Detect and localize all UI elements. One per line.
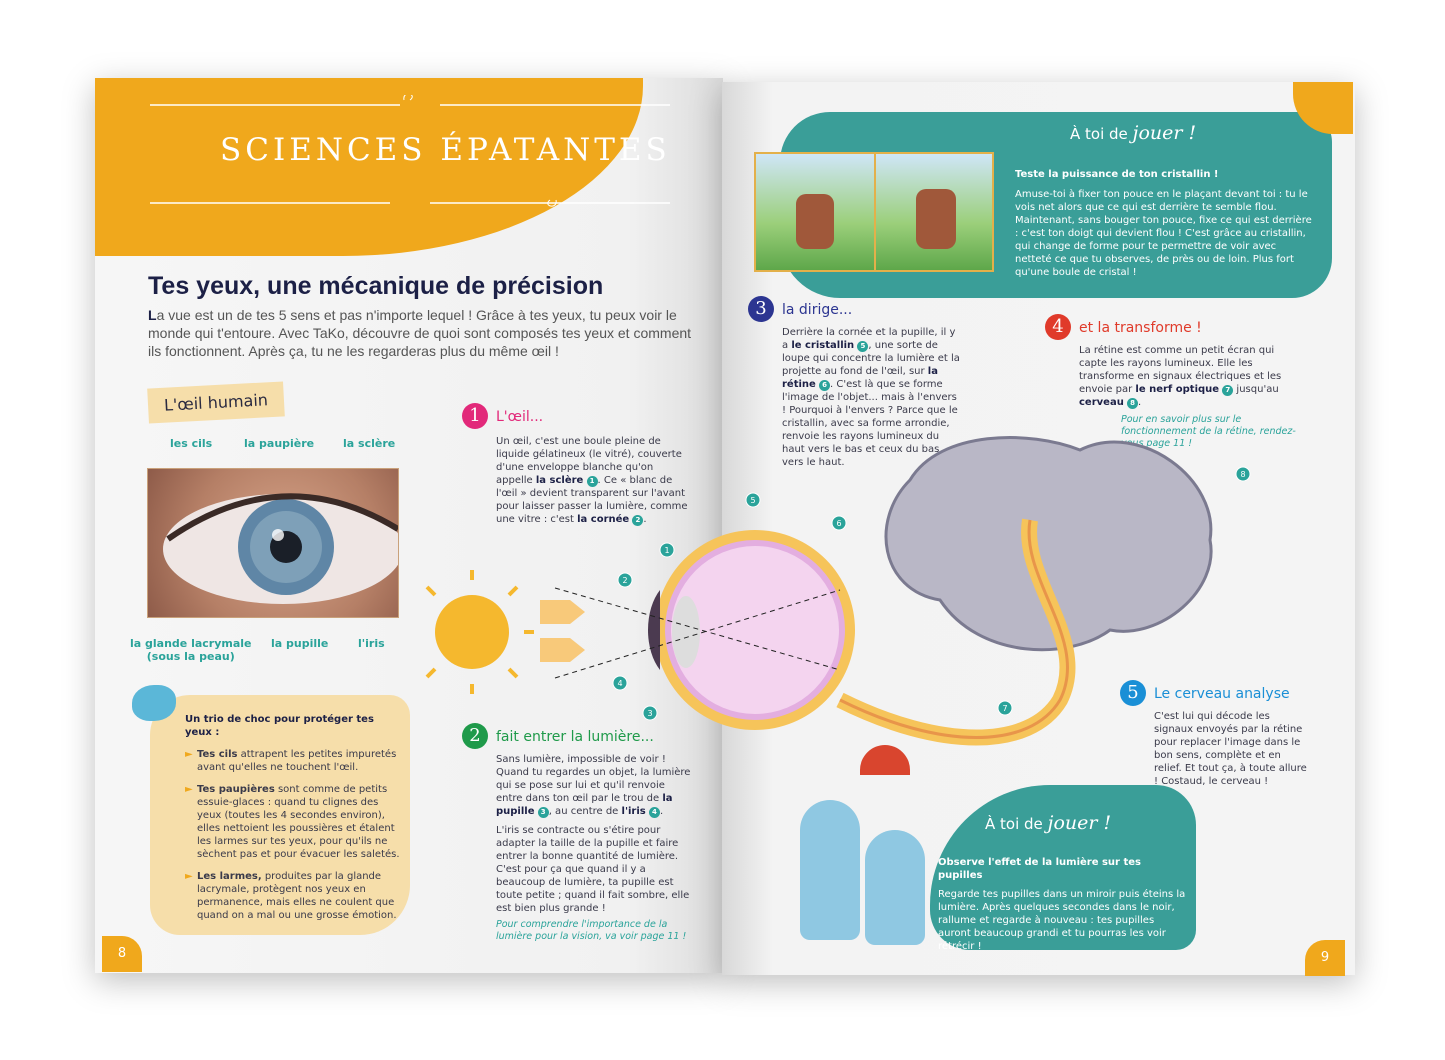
label-paupiere: la paupière xyxy=(244,437,315,450)
arrow-icon: ► xyxy=(185,749,193,760)
trio-item-bold: Tes paupières xyxy=(197,784,275,795)
label-glande-text: la glande lacrymale xyxy=(130,637,252,650)
marker-label-1: 1 xyxy=(664,546,669,555)
section-1: 1 L'œil... Un œil, c'est une boule pleine… xyxy=(462,403,692,526)
mascot-icon xyxy=(132,685,176,721)
section-body: La rétine est comme un petit écran qui c… xyxy=(1079,345,1282,409)
section-number: 2 xyxy=(462,723,488,749)
marker-label-7: 7 xyxy=(1002,704,1007,713)
trio-item-text: attrapent les petites impuretés avant qu… xyxy=(197,749,397,773)
marker-3 xyxy=(642,705,658,721)
eye-brain-diagram: 1 2 3 4 5 6 7 8 xyxy=(420,436,1251,746)
arrow-icon: ► xyxy=(185,784,193,795)
section-number: 1 xyxy=(462,403,488,429)
trio-item-text: sont comme de petits essuie-glaces : qua… xyxy=(197,784,400,860)
play-1-subtitle: Teste la puissance de ton cristallin ! xyxy=(1015,169,1219,180)
trio-item-bold: Les larmes, xyxy=(197,871,262,882)
trio-item-bold: Tes cils xyxy=(197,749,238,760)
marker-6 xyxy=(831,515,847,531)
section-3: 3 la dirige... Derrière la cornée et la p… xyxy=(748,296,963,469)
section-body: C'est lui qui décode les signaux envoyés… xyxy=(1154,711,1307,787)
section-title: Le cerveau analyse xyxy=(1154,686,1290,702)
trio-item-text: produites par la glande lacrymale, protè… xyxy=(197,871,397,921)
marker-badge: 6 xyxy=(819,380,831,391)
section-title: fait entrer la lumière... xyxy=(496,729,654,745)
section-title: L'œil... xyxy=(496,409,544,425)
intro-body: a vue est un de tes 5 sens et pas n'impo… xyxy=(148,307,692,359)
eye-tag: L'œil humain xyxy=(147,381,285,424)
marker-1 xyxy=(659,542,675,558)
article-heading: Tes yeux, une mécanique de précision xyxy=(148,272,604,300)
section-body: Sans lumière, impossible de voir ! Quand… xyxy=(496,754,691,818)
marker-label-8: 8 xyxy=(1240,470,1245,479)
thumb-photos xyxy=(754,152,994,272)
marker-8 xyxy=(1235,466,1251,482)
section-title: la dirige... xyxy=(782,302,853,318)
marker-label-3: 3 xyxy=(647,709,652,718)
trio-item: ► Tes paupières sont comme de petits essu… xyxy=(185,783,400,861)
marker-label-4: 4 xyxy=(617,679,622,688)
mascot-left xyxy=(800,800,860,940)
marker-4 xyxy=(612,675,628,691)
diagram-markers: 1 2 3 4 5 6 7 8 xyxy=(612,466,1251,721)
play-1-text: Amuse-toi à fixer ton pouce en le plaçan… xyxy=(1015,189,1312,278)
mascot-right xyxy=(865,830,925,945)
section-number: 5 xyxy=(1120,680,1146,706)
marker-label-6: 6 xyxy=(836,519,841,528)
intro-text: La vue est un de tes 5 sens et pas n'imp… xyxy=(148,306,698,360)
page-title: Sciences épatantes xyxy=(220,132,671,168)
play-box-2 xyxy=(930,785,1196,950)
label-cils: les cils xyxy=(170,437,213,450)
play-1-title: À toi de jouer ! xyxy=(1070,122,1197,144)
page-number-right: 9 xyxy=(1305,940,1345,976)
marker-5 xyxy=(745,492,761,508)
trio-box: Un trio de choc pour protéger tes yeux :… xyxy=(150,695,410,935)
marker-label-5: 5 xyxy=(750,496,755,505)
play-2-content: Observe l'effet de la lumière sur tes pu… xyxy=(938,856,1188,953)
trio-item: ► Les larmes, produites par la glande lac… xyxy=(185,870,400,922)
section-note: Pour comprendre l'importance de la lumiè… xyxy=(496,919,687,942)
section-2: 2 fait entrer la lumière... Sans lumière,… xyxy=(462,723,692,943)
section-title: et la transforme ! xyxy=(1079,320,1202,336)
section-number: 3 xyxy=(748,296,774,322)
label-sclere: la sclère xyxy=(343,437,396,450)
trio-title: Un trio de choc pour protéger tes yeux : xyxy=(185,714,374,738)
play-2-subtitle: Observe l'effet de la lumière sur tes pu… xyxy=(938,857,1141,881)
play-2-title: À toi de jouer ! xyxy=(985,812,1112,834)
label-iris: l'iris xyxy=(358,637,385,650)
section-number: 4 xyxy=(1045,314,1071,340)
marker-badge: 3 xyxy=(537,807,549,818)
ornament-lines xyxy=(150,95,670,207)
marker-7 xyxy=(997,700,1013,716)
marker-badge: 7 xyxy=(1222,385,1234,396)
marker-badge: 2 xyxy=(632,515,644,526)
arrow-icon: ► xyxy=(185,871,193,882)
label-glande: la glande lacrymale(sous la peau) xyxy=(130,637,252,663)
label-pupille: la pupille xyxy=(271,637,329,650)
drop-letter: L xyxy=(148,307,157,323)
sun-icon xyxy=(420,570,534,694)
eye-photo xyxy=(147,468,399,618)
page-number-left: 8 xyxy=(102,936,142,972)
trio-item: ► Tes cils attrapent les petites impureté… xyxy=(185,748,400,774)
section-body-2: L'iris se contracte ou s'étire pour adap… xyxy=(496,825,690,914)
thumb-icon xyxy=(796,194,834,249)
thumb-icon xyxy=(916,189,956,249)
brain xyxy=(884,436,1213,652)
marker-label-2: 2 xyxy=(622,576,627,585)
section-body: Un œil, c'est une boule pleine de liquid… xyxy=(496,436,688,526)
light-arrows xyxy=(540,600,585,662)
marker-badge: 8 xyxy=(1127,398,1138,409)
section-note: Pour en savoir plus sur le fonctionnemen… xyxy=(1121,414,1296,449)
marker-badge: 1 xyxy=(586,476,598,487)
section-body: Derrière la cornée et la pupille, il y a… xyxy=(782,327,960,468)
play-1-content: Teste la puissance de ton cristallin ! Am… xyxy=(1015,168,1315,279)
label-glande-sub: (sous la peau) xyxy=(146,650,235,663)
section-4: 4 et la transforme ! La rétine est comme … xyxy=(1045,314,1305,450)
marker-2 xyxy=(617,572,633,588)
marker-badge: 4 xyxy=(648,807,660,818)
section-5: 5 Le cerveau analyse C'est lui qui décode… xyxy=(1120,680,1310,788)
marker-badge: 5 xyxy=(857,341,869,352)
play-2-text: Regarde tes pupilles dans un miroir puis… xyxy=(938,889,1186,952)
